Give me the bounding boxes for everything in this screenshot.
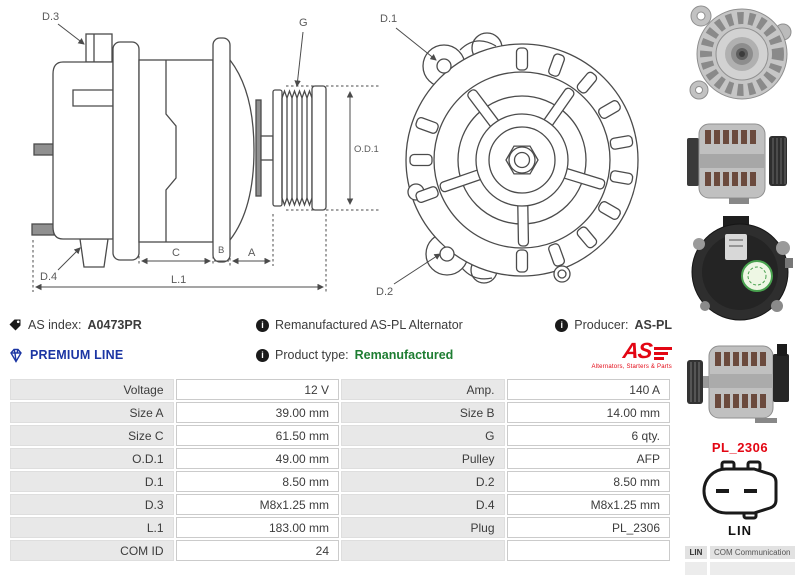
spec-label: Voltage	[10, 379, 174, 400]
table-row: Size C 61.50 mm G 6 qty.	[10, 425, 670, 446]
pin-description	[710, 562, 795, 575]
table-row: L.1 183.00 mm Plug PL_2306	[10, 517, 670, 538]
spec-label: D.1	[10, 471, 174, 492]
as-pl-logo: AS Alternators, Starters & Parts	[591, 338, 672, 370]
info-icon	[555, 318, 569, 332]
product-photo-front[interactable]	[685, 2, 795, 108]
spec-value: 6 qty.	[506, 425, 670, 446]
spec-label: Size C	[10, 425, 174, 446]
spec-value: 8.50 mm	[506, 471, 670, 492]
pin-name	[685, 562, 707, 575]
dim-label-a: A	[248, 247, 256, 259]
alternator-front-outline	[405, 32, 639, 284]
as-pl-logo-tagline: Alternators, Starters & Parts	[591, 364, 672, 370]
spec-value	[506, 540, 670, 561]
spec-label: Plug	[341, 517, 505, 538]
table-row: D.3 M8x1.25 mm D.4 M8x1.25 mm	[10, 494, 670, 515]
product-type-value: Remanufactured	[354, 348, 454, 362]
producer: Producer: AS-PL	[524, 318, 672, 332]
dim-label-d1: D.1	[380, 13, 397, 25]
spec-label: Pulley	[341, 448, 505, 469]
premium-line-label: PREMIUM LINE	[30, 348, 124, 362]
spec-value: PL_2306	[506, 517, 670, 538]
spec-value: 39.00 mm	[175, 402, 339, 423]
spec-label: D.2	[341, 471, 505, 492]
pin-name: LIN	[685, 546, 707, 559]
spec-value: 12 V	[175, 379, 339, 400]
as-index-value: A0473PR	[87, 318, 142, 332]
alternator-side-outline	[31, 33, 327, 268]
technical-drawing-front-view: D.1 D.2	[376, 13, 639, 298]
spec-label: D.3	[10, 494, 174, 515]
diamond-icon	[8, 348, 24, 363]
dim-label-b: B	[218, 245, 224, 256]
spec-label: L.1	[10, 517, 174, 538]
spec-label: O.D.1	[10, 448, 174, 469]
spec-label	[341, 540, 505, 561]
dim-label-d4: D.4	[40, 271, 57, 283]
spec-value: AFP	[506, 448, 670, 469]
producer-value: AS-PL	[634, 318, 673, 332]
pin-row: LIN COM Communication	[685, 546, 795, 559]
dim-label-c: C	[172, 247, 180, 259]
product-description-text: Remanufactured AS-PL Alternator	[275, 318, 463, 332]
info-icon	[256, 348, 269, 362]
product-media-column: PL_2306 LIN LIN COM Communication	[683, 2, 797, 576]
specification-table: Voltage 12 V Amp. 140 A Size A 39.00 mm …	[8, 377, 672, 563]
pin-row	[685, 562, 795, 575]
product-description: Remanufactured AS-PL Alternator	[256, 318, 524, 332]
producer-label: Producer:	[574, 318, 629, 332]
product-type-label: Product type:	[275, 348, 349, 362]
spec-label: Size A	[10, 402, 174, 423]
plug-pin-table: LIN COM Communication	[685, 546, 795, 576]
as-index: AS index: A0473PR	[8, 318, 256, 332]
product-type: Product type: Remanufactured	[256, 348, 524, 362]
as-index-label: AS index:	[28, 318, 82, 332]
spec-value: 8.50 mm	[175, 471, 339, 492]
plug-code: PL_2306	[711, 440, 769, 455]
plug-connector-label: LIN	[728, 523, 752, 538]
tag-icon	[8, 318, 22, 332]
dim-label-d2: D.2	[376, 286, 393, 298]
dim-label-od1: O.D.1	[354, 144, 379, 155]
vent-slots	[409, 47, 634, 273]
dim-label-g: G	[299, 17, 308, 29]
dim-label-d3: D.3	[42, 11, 59, 23]
spec-value: 61.50 mm	[175, 425, 339, 446]
logo-stripes	[654, 347, 672, 360]
spec-label: G	[341, 425, 505, 446]
product-photo-side-left[interactable]	[685, 340, 795, 426]
info-icon	[256, 318, 269, 332]
table-row: Voltage 12 V Amp. 140 A	[10, 379, 670, 400]
spec-label: D.4	[341, 494, 505, 515]
spec-label: COM ID	[10, 540, 174, 561]
spec-value: 14.00 mm	[506, 402, 670, 423]
product-photo-rear[interactable]	[685, 214, 795, 324]
pin-description: COM Communication	[710, 546, 795, 559]
brand-logo: AS Alternators, Starters & Parts	[524, 338, 672, 370]
spec-value: 183.00 mm	[175, 517, 339, 538]
dimension-leaders	[393, 27, 441, 285]
spec-value: M8x1.25 mm	[506, 494, 670, 515]
table-row: Size A 39.00 mm Size B 14.00 mm	[10, 402, 670, 423]
dim-label-l1: L.1	[171, 274, 186, 286]
spec-value: 24	[175, 540, 339, 561]
spec-value: M8x1.25 mm	[175, 494, 339, 515]
table-row: O.D.1 49.00 mm Pulley AFP	[10, 448, 670, 469]
dimension-lines	[32, 23, 380, 292]
as-pl-logo-text: AS	[622, 338, 654, 363]
spec-value: 49.00 mm	[175, 448, 339, 469]
spec-value: 140 A	[506, 379, 670, 400]
technical-drawing-side-view: D.3 G O.D.1 D.4 C B A L.1	[31, 11, 380, 292]
plug-connector-drawing	[702, 460, 778, 520]
spec-label: Amp.	[341, 379, 505, 400]
table-row: D.1 8.50 mm D.2 8.50 mm	[10, 471, 670, 492]
product-photo-side-right[interactable]	[685, 112, 795, 210]
premium-line-badge[interactable]: PREMIUM LINE	[8, 348, 256, 363]
product-info-bar: AS index: A0473PR Remanufactured AS-PL A…	[8, 312, 672, 374]
table-row: COM ID 24	[10, 540, 670, 561]
spec-label: Size B	[341, 402, 505, 423]
